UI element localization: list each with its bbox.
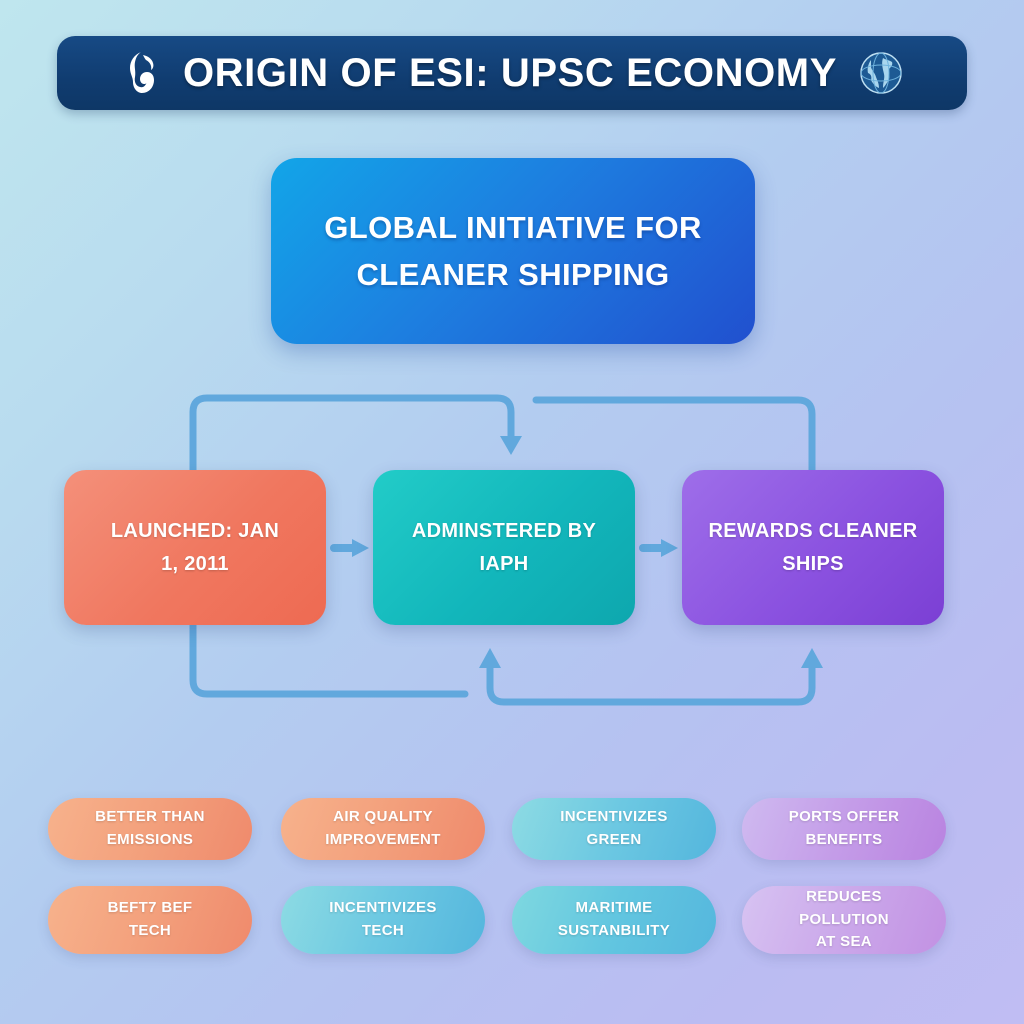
pill-r1-c3-line-1: INCENTIVIZES <box>560 808 668 826</box>
page-title: ORIGIN OF ESI: UPSC ECONOMY <box>182 50 838 95</box>
pill-r1-c4-line-1: PORTS OFFER <box>788 808 900 826</box>
flow-step-1-line-1: LAUNCHED: JAN <box>110 520 280 543</box>
pill-maritime-sustanbility[interactable]: MARITIME SUSTANBILITY <box>512 886 716 954</box>
pill-incentivizes-tech[interactable]: INCENTIVIZES TECH <box>281 886 485 954</box>
pill-r2-c1-line-1: BEFT7 BEF <box>107 899 193 917</box>
flow-step-2-line-1: ADMINSTERED BY <box>411 520 597 543</box>
pill-r2-c4-line-3: AT SEA <box>816 933 872 951</box>
flow-step-3-line-2: SHIPS <box>782 552 844 575</box>
pill-r2-c4-line-2: POLLUTION <box>799 910 889 928</box>
pill-r1-c1-line-1: BETTER THAN <box>95 808 205 826</box>
pill-r1-c1-line-2: EMISSIONS <box>106 831 194 848</box>
pill-air-quality-improvement[interactable]: AIR QUALITY IMPROVEMENT <box>281 798 485 860</box>
pill-ports-offer-benefits[interactable]: PORTS OFFER BENEFITS <box>742 798 946 860</box>
pill-r2-c4-line-1: REDUCES <box>806 887 882 905</box>
connector-top-left <box>189 394 515 474</box>
header-banner: ORIGIN OF ESI: UPSC ECONOMY <box>57 36 967 110</box>
ship-icon <box>129 52 154 93</box>
arrow-box1-to-box2 <box>330 539 369 557</box>
flow-step-2-line-2: IAPH <box>479 552 529 575</box>
hero-line-1: GLOBAL INITIATIVE FOR <box>324 209 702 245</box>
flow-step-1-line-2: 1, 2011 <box>161 552 229 575</box>
pill-r2-c3-line-1: MARITIME <box>575 899 653 917</box>
flow-step-rewards[interactable]: REWARDS CLEANER SHIPS <box>682 470 944 625</box>
pill-incentivizes-green[interactable]: INCENTIVIZES GREEN <box>512 798 716 860</box>
connector-top-right <box>532 396 816 474</box>
arrowhead-up-right <box>801 648 823 668</box>
pill-r2-c2-line-1: INCENTIVIZES <box>329 899 437 917</box>
hero-card: GLOBAL INITIATIVE FOR CLEANER SHIPPING <box>271 158 755 344</box>
pill-r1-c2-line-2: IMPROVEMENT <box>325 831 441 848</box>
arrowhead-up-center <box>479 648 501 668</box>
pill-r2-c2-line-2: TECH <box>361 922 405 939</box>
connector-bottom-left <box>189 621 469 698</box>
pill-r2-c1-line-2: TECH <box>128 922 172 939</box>
arrow-box2-to-box3 <box>639 539 678 557</box>
pill-reduces-pollution-at-sea[interactable]: REDUCES POLLUTION AT SEA <box>742 886 946 954</box>
connector-bottom-u <box>486 664 816 706</box>
globe-icon <box>860 52 902 94</box>
pill-r2-c3-line-2: SUSTANBILITY <box>557 922 671 939</box>
pill-r1-c3-line-2: GREEN <box>586 831 642 848</box>
pill-r1-c2-line-1: AIR QUALITY <box>333 808 433 826</box>
hero-line-2: CLEANER SHIPPING <box>356 257 670 292</box>
flow-step-3-line-1: REWARDS CLEANER <box>708 520 918 543</box>
pill-r1-c4-line-2: BENEFITS <box>805 831 883 848</box>
arrowhead-down-center <box>500 436 522 455</box>
flow-step-launched[interactable]: LAUNCHED: JAN 1, 2011 <box>64 470 326 625</box>
flow-step-administered[interactable]: ADMINSTERED BY IAPH <box>373 470 635 625</box>
pill-better-than-emissions[interactable]: BETTER THAN EMISSIONS <box>48 798 252 860</box>
pill-beft7-bef-tech[interactable]: BEFT7 BEF TECH <box>48 886 252 954</box>
